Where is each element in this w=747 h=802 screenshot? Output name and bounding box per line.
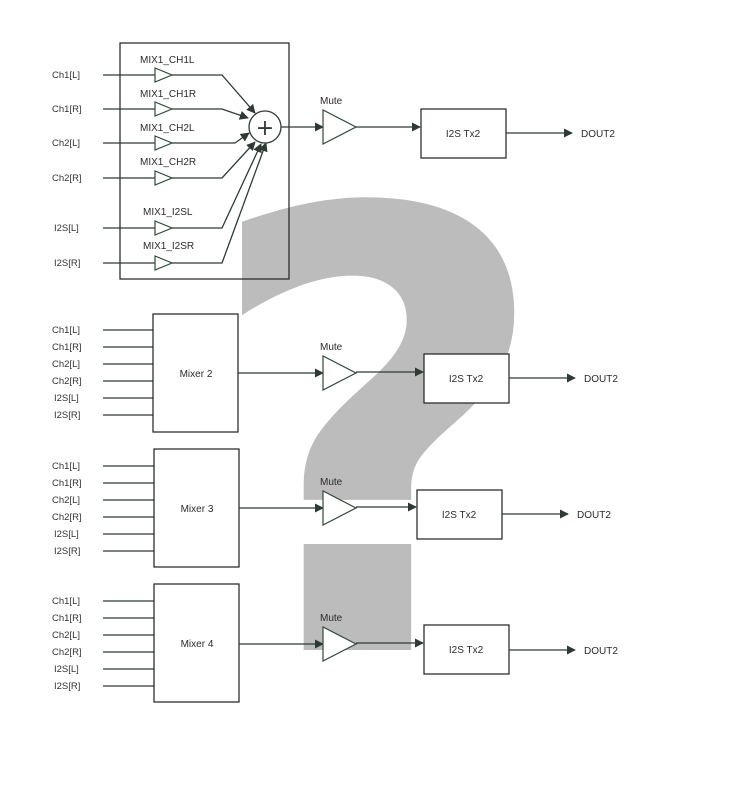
mixer1-input-label: I2S[L] (54, 223, 79, 234)
mute-amp-icon (322, 355, 358, 391)
output-label: DOUT2 (577, 510, 611, 521)
mixer3-label: Mixer 3 (181, 504, 214, 515)
mixer1-input-label: Ch2[L] (52, 138, 80, 149)
mute-label: Mute (320, 477, 343, 488)
mixer1-input-label: Ch1[L] (52, 70, 80, 81)
gain-amp-icon (154, 101, 174, 117)
i2s-tx-label: I2S Tx2 (449, 645, 484, 656)
gain-label: MIX1_CH1L (140, 55, 195, 66)
i2s-tx-block (420, 108, 507, 159)
mixer2-input-label: I2S[R] (54, 410, 80, 421)
mixer4-input-label: I2S[R] (54, 681, 80, 692)
gain-label: MIX1_CH1R (140, 89, 196, 100)
mixer1-group: Ch1[L] Ch1[R] Ch2[L] Ch2[R] I2S[L] I2S[R… (52, 42, 615, 280)
mixer1-frame (119, 42, 290, 280)
gain-amp-icon (154, 135, 174, 151)
i2s-tx-label: I2S Tx2 (446, 129, 481, 140)
mixer4-block (153, 583, 240, 703)
gain-amp-icon (154, 255, 174, 271)
mixer1-input-label: Ch1[R] (52, 104, 82, 115)
mixer1-input-label: I2S[R] (54, 258, 80, 269)
sum-symbol: + (256, 116, 274, 141)
gain-label: MIX1_I2SL (143, 207, 193, 218)
mixer2-input-label: Ch2[R] (52, 376, 82, 387)
mute-label: Mute (320, 613, 343, 624)
mixer2-input-label: Ch1[R] (52, 342, 82, 353)
question-mark-watermark: ? (200, 84, 554, 794)
mixer3-block (153, 448, 240, 568)
output-label: DOUT2 (581, 129, 615, 140)
mixer3-input-label: I2S[L] (54, 529, 79, 540)
mixer1-input-label: Ch2[R] (52, 173, 82, 184)
mixer4-input-label: Ch2[L] (52, 630, 80, 641)
mute-amp-icon (322, 626, 358, 662)
gain-label: MIX1_I2SR (143, 241, 194, 252)
mixer2-label: Mixer 2 (180, 369, 213, 380)
mute-amp-icon (322, 109, 358, 145)
mixer3-input-label: Ch2[R] (52, 512, 82, 523)
mixer3-input-label: Ch1[R] (52, 478, 82, 489)
output-label: DOUT2 (584, 374, 618, 385)
mixer2-input-label: Ch2[L] (52, 359, 80, 370)
gain-label: MIX1_CH2L (140, 123, 195, 134)
output-label: DOUT2 (584, 646, 618, 657)
mixer4-input-label: Ch1[L] (52, 596, 80, 607)
mixer2-input-label: Ch1[L] (52, 325, 80, 336)
mixer4-input-label: Ch2[R] (52, 647, 82, 658)
mute-amp-icon (322, 490, 358, 526)
mixer4-input-label: I2S[L] (54, 664, 79, 675)
mixer2-input-label: I2S[L] (54, 393, 79, 404)
mixer2-group: Ch1[L] Ch1[R] Ch2[L] Ch2[R] I2S[L] I2S[R… (52, 313, 618, 433)
gain-amp-icon (154, 170, 174, 186)
mixer4-group: Ch1[L] Ch1[R] Ch2[L] Ch2[R] I2S[L] I2S[R… (52, 583, 618, 703)
gain-amp-icon (154, 67, 174, 83)
i2s-tx-block (416, 489, 503, 540)
gain-amp-icon (154, 220, 174, 236)
mixer4-label: Mixer 4 (181, 639, 214, 650)
gain-label: MIX1_CH2R (140, 157, 196, 168)
mixer3-input-label: I2S[R] (54, 546, 80, 557)
mixer2-block (152, 313, 239, 433)
i2s-tx-label: I2S Tx2 (442, 510, 477, 521)
mixer3-input-label: Ch1[L] (52, 461, 80, 472)
mixer3-group: Ch1[L] Ch1[R] Ch2[L] Ch2[R] I2S[L] I2S[R… (52, 448, 611, 568)
mixer3-input-label: Ch2[L] (52, 495, 80, 506)
mute-label: Mute (320, 96, 343, 107)
i2s-tx-label: I2S Tx2 (449, 374, 484, 385)
mute-label: Mute (320, 342, 343, 353)
mixer4-input-label: Ch1[R] (52, 613, 82, 624)
